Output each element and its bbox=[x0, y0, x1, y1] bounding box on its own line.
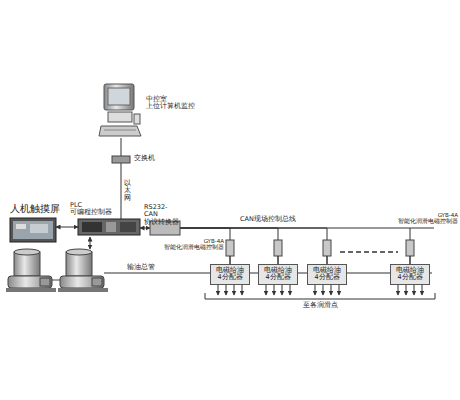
controller-group bbox=[226, 240, 414, 264]
connector bbox=[121, 138, 122, 156]
text-label: 至各润滑点 bbox=[303, 301, 338, 309]
node-text: 电磁给油 4分配器 bbox=[313, 267, 341, 282]
pump-station bbox=[6, 249, 108, 292]
device-node: 中控室 上位计算机监控 bbox=[100, 82, 142, 138]
node-text: 电磁给油 4分配器 bbox=[264, 267, 292, 282]
controller-wire bbox=[230, 256, 231, 264]
outlet-arrow bbox=[266, 285, 267, 295]
can-bus-line bbox=[410, 228, 434, 229]
plc-pump-arrow bbox=[90, 237, 91, 249]
distributor-box: 电磁给油 4分配器 bbox=[390, 264, 430, 285]
connector bbox=[121, 163, 122, 219]
device-node: RS232-CAN 协议转换器 bbox=[150, 221, 180, 235]
outlet-arrow bbox=[274, 285, 275, 295]
controller-wire bbox=[327, 256, 328, 264]
node-text: 电磁给油 4分配器 bbox=[396, 267, 424, 282]
outlet-arrow bbox=[339, 285, 340, 295]
connector bbox=[140, 228, 150, 229]
outlet-arrow bbox=[242, 285, 243, 295]
distributor-box: 电磁给油 4分配器 bbox=[258, 264, 298, 285]
controller-icon bbox=[406, 240, 414, 256]
plc-icon bbox=[78, 219, 140, 235]
outlet-arrow bbox=[234, 285, 235, 295]
bracket bbox=[205, 293, 435, 299]
text-label: CAN现场控制总线 bbox=[240, 216, 296, 223]
text-label: GYB-4A 智能化润滑电磁控制器 bbox=[164, 238, 224, 251]
controller-wire bbox=[410, 256, 411, 264]
outlet-arrow bbox=[422, 285, 423, 295]
outlet-arrow bbox=[282, 285, 283, 295]
outlet-arrow bbox=[414, 285, 415, 295]
text-label: GYB-4A 智能化润滑电磁控制器 bbox=[398, 212, 458, 225]
device-node: PLC 可编程控制器 bbox=[78, 219, 140, 235]
outlet-arrows bbox=[218, 285, 422, 295]
outlet-arrow bbox=[290, 285, 291, 295]
device-node: 交换机 bbox=[112, 156, 130, 163]
connector bbox=[56, 227, 78, 228]
outlet-arrow bbox=[406, 285, 407, 295]
edge-label: 以太网 bbox=[124, 180, 131, 201]
text-label: 输油总管 bbox=[126, 264, 156, 271]
node-label: 中控室 上位计算机监控 bbox=[146, 96, 195, 111]
outlet-arrow bbox=[218, 285, 219, 295]
switch-icon bbox=[112, 156, 130, 163]
distributor-box: 电磁给油 4分配器 bbox=[210, 264, 250, 285]
outlet-arrow bbox=[323, 285, 324, 295]
node-label: 交换机 bbox=[134, 155, 155, 162]
controller-icon bbox=[226, 240, 234, 256]
node-label: 人机触摸屏 bbox=[10, 204, 60, 215]
computer-icon bbox=[99, 84, 141, 136]
controller-icon bbox=[323, 240, 331, 256]
distributor-box: 电磁给油 4分配器 bbox=[307, 264, 347, 285]
controller-icon bbox=[274, 240, 282, 256]
outlet-arrow bbox=[398, 285, 399, 295]
dashed-continuation bbox=[340, 251, 398, 253]
node-text: 电磁给油 4分配器 bbox=[216, 267, 244, 282]
outlet-arrow bbox=[331, 285, 332, 295]
controller-wire bbox=[278, 256, 279, 264]
node-label: PLC 可编程控制器 bbox=[70, 202, 112, 217]
device-node: 人机触摸屏 bbox=[10, 218, 56, 242]
touch-screen-icon bbox=[10, 218, 56, 242]
outlet-arrow bbox=[226, 285, 227, 295]
outlet-arrow bbox=[315, 285, 316, 295]
node-label: RS232-CAN 协议转换器 bbox=[144, 204, 179, 226]
